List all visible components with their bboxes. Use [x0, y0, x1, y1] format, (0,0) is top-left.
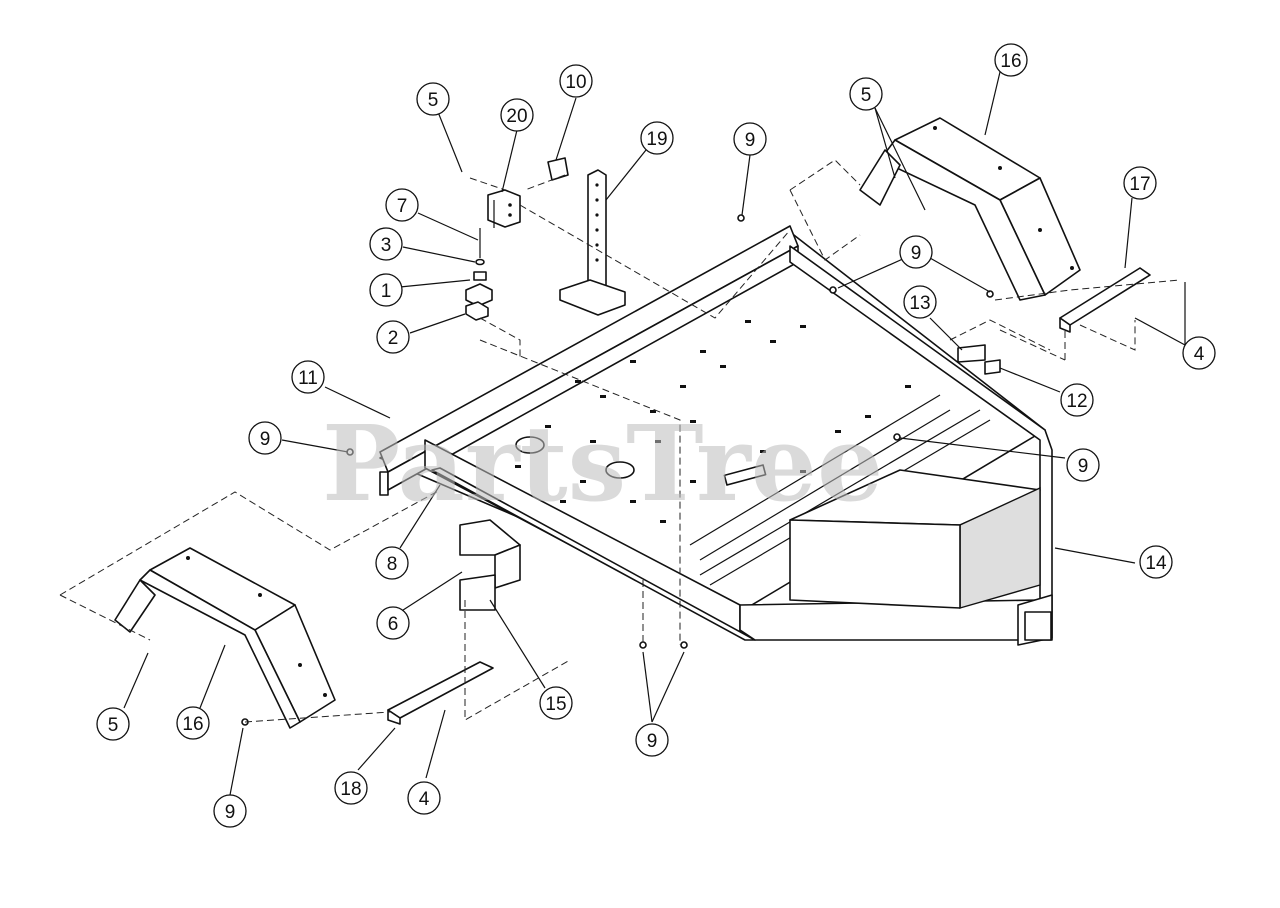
bracket-6: [459, 519, 521, 611]
svg-text:9: 9: [260, 429, 271, 450]
plates-13-12: [957, 344, 1001, 375]
callout-bubbles: 5 20 10 19 7 3 1 2 9 16 5 17 9 13 4 12 1…: [96, 43, 1216, 828]
callout-17: 17: [1123, 166, 1157, 200]
svg-text:4: 4: [1194, 344, 1205, 365]
callout-8: 8: [375, 546, 409, 580]
callout-1: 1: [369, 273, 403, 307]
bracket-17: [1059, 267, 1151, 333]
svg-text:3: 3: [381, 235, 392, 256]
svg-text:5: 5: [861, 85, 872, 106]
svg-text:20: 20: [506, 106, 527, 127]
callout-7: 7: [385, 188, 419, 222]
svg-text:4: 4: [419, 789, 430, 810]
svg-text:8: 8: [387, 554, 398, 575]
watermark: PartsTree: [322, 402, 883, 525]
svg-text:19: 19: [646, 129, 667, 150]
svg-text:13: 13: [909, 293, 930, 314]
callout-15: 15: [539, 686, 573, 720]
leader-lines: [123, 71, 1186, 796]
bracket-18: [387, 661, 494, 725]
callout-5-top: 5: [416, 82, 450, 116]
callout-11: 11: [291, 360, 325, 394]
svg-text:16: 16: [182, 714, 203, 735]
callout-9-right: 9: [1066, 448, 1100, 482]
svg-text:1: 1: [381, 281, 392, 302]
callout-10: 10: [559, 64, 593, 98]
deck-frame: [379, 225, 1053, 646]
svg-text:10: 10: [565, 72, 586, 93]
callout-3: 3: [369, 227, 403, 261]
svg-text:11: 11: [298, 368, 318, 389]
callout-9-mid: 9: [899, 235, 933, 269]
bracket-20: [487, 189, 521, 228]
svg-text:6: 6: [388, 614, 399, 635]
svg-text:12: 12: [1066, 391, 1087, 412]
callout-4-right: 4: [1182, 336, 1216, 370]
post-19: [559, 169, 626, 316]
plate-10: [547, 157, 569, 181]
callout-4-bottom: 4: [407, 781, 441, 815]
callout-14: 14: [1139, 545, 1173, 579]
fender-16-right: [859, 117, 1081, 301]
svg-text:9: 9: [911, 243, 922, 264]
callout-6: 6: [376, 606, 410, 640]
callout-2: 2: [376, 320, 410, 354]
callout-16-right: 16: [994, 43, 1028, 77]
assembly-lines: [59, 159, 1181, 723]
callout-19: 19: [640, 121, 674, 155]
svg-text:15: 15: [545, 694, 566, 715]
callout-20: 20: [500, 98, 534, 132]
svg-text:5: 5: [428, 90, 439, 111]
fender-16-left: [114, 547, 336, 729]
callout-9-top: 9: [733, 122, 767, 156]
callout-16-left: 16: [176, 706, 210, 740]
callout-9-left: 9: [248, 421, 282, 455]
callout-9-bottom-left: 9: [213, 794, 247, 828]
svg-text:9: 9: [745, 130, 756, 151]
svg-text:9: 9: [1078, 456, 1089, 477]
svg-text:17: 17: [1129, 174, 1150, 195]
svg-text:9: 9: [647, 731, 658, 752]
callout-18: 18: [334, 771, 368, 805]
svg-text:14: 14: [1145, 553, 1167, 574]
svg-text:9: 9: [225, 802, 236, 823]
svg-text:5: 5: [108, 715, 119, 736]
callout-5-left: 5: [96, 707, 130, 741]
callout-13: 13: [903, 285, 937, 319]
hardware-stack: [465, 228, 493, 321]
svg-text:7: 7: [397, 196, 408, 217]
callout-12: 12: [1060, 383, 1094, 417]
svg-text:16: 16: [1000, 51, 1021, 72]
svg-text:2: 2: [388, 328, 399, 349]
callout-9-bottom: 9: [635, 723, 669, 757]
callout-5-right: 5: [849, 77, 883, 111]
svg-text:18: 18: [340, 779, 361, 800]
